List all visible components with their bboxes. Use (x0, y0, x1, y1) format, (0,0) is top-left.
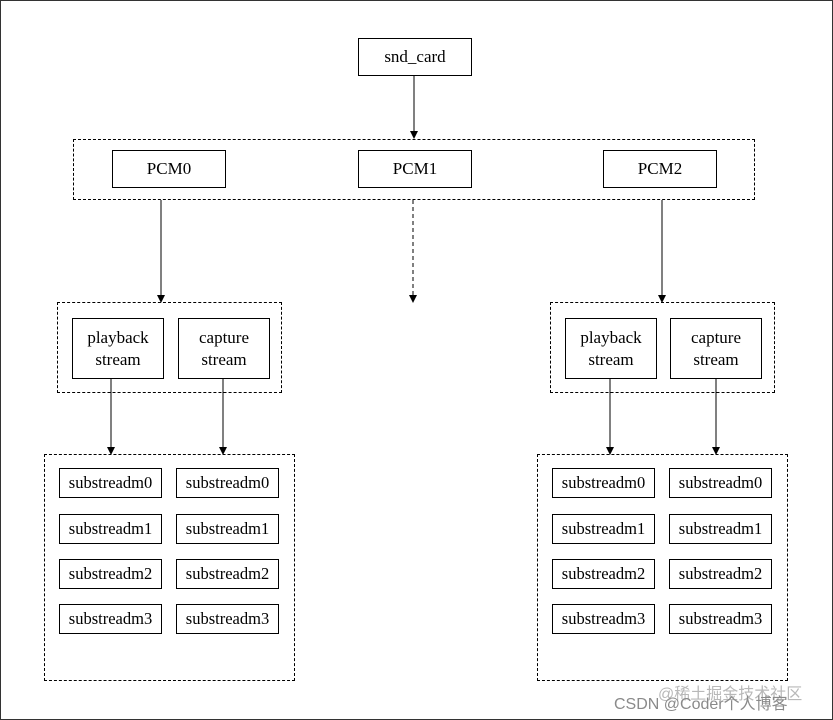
substream-label: substreadm0 (561, 473, 646, 492)
left-capture-substream-0: substreadm0 (176, 468, 279, 498)
left-playback-substream-2: substreadm2 (59, 559, 162, 589)
left-capture-stream-label: capture stream (198, 327, 250, 369)
right-capture-stream-node: capture stream (670, 318, 762, 379)
left-playback-substream-0: substreadm0 (59, 468, 162, 498)
substream-label: substreadm2 (678, 564, 763, 583)
left-capture-substream-3: substreadm3 (176, 604, 279, 634)
right-capture-substream-1: substreadm1 (669, 514, 772, 544)
left-capture-substream-2: substreadm2 (176, 559, 279, 589)
right-playback-stream-label: playback stream (580, 327, 642, 369)
watermark-juejin: @稀土掘金技术社区 (658, 686, 803, 703)
pcm0-label: PCM0 (146, 159, 192, 178)
snd-card-label: snd_card (384, 47, 446, 66)
right-playback-substream-2: substreadm2 (552, 559, 655, 589)
substream-label: substreadm2 (561, 564, 646, 583)
pcm2-label: PCM2 (637, 159, 683, 178)
left-substream-group (44, 454, 295, 681)
right-stream-group (550, 302, 775, 393)
right-capture-stream-label: capture stream (690, 327, 742, 369)
right-capture-substream-3: substreadm3 (669, 604, 772, 634)
pcm-group (73, 139, 755, 200)
substream-label: substreadm3 (68, 609, 153, 628)
right-substream-group (537, 454, 788, 681)
substream-label: substreadm2 (68, 564, 153, 583)
substream-label: substreadm3 (561, 609, 646, 628)
left-capture-substream-1: substreadm1 (176, 514, 279, 544)
substream-label: substreadm2 (185, 564, 270, 583)
right-playback-substream-1: substreadm1 (552, 514, 655, 544)
substream-label: substreadm0 (68, 473, 153, 492)
substream-label: substreadm1 (678, 519, 763, 538)
substream-label: substreadm1 (185, 519, 270, 538)
substream-label: substreadm3 (678, 609, 763, 628)
substream-label: substreadm1 (561, 519, 646, 538)
left-playback-substream-3: substreadm3 (59, 604, 162, 634)
pcm1-node: PCM1 (358, 150, 472, 188)
left-capture-stream-node: capture stream (178, 318, 270, 379)
right-playback-stream-node: playback stream (565, 318, 657, 379)
left-playback-substream-1: substreadm1 (59, 514, 162, 544)
right-capture-substream-0: substreadm0 (669, 468, 772, 498)
pcm2-node: PCM2 (603, 150, 717, 188)
substream-label: substreadm3 (185, 609, 270, 628)
right-capture-substream-2: substreadm2 (669, 559, 772, 589)
pcm1-label: PCM1 (392, 159, 438, 178)
substream-label: substreadm0 (678, 473, 763, 492)
substream-label: substreadm1 (68, 519, 153, 538)
left-playback-stream-label: playback stream (87, 327, 149, 369)
substream-label: substreadm0 (185, 473, 270, 492)
right-playback-substream-0: substreadm0 (552, 468, 655, 498)
left-stream-group (57, 302, 282, 393)
pcm0-node: PCM0 (112, 150, 226, 188)
right-playback-substream-3: substreadm3 (552, 604, 655, 634)
snd-card-node: snd_card (358, 38, 472, 76)
watermark-csdn: CSDN @Coder个人博客 (614, 696, 788, 713)
left-playback-stream-node: playback stream (72, 318, 164, 379)
